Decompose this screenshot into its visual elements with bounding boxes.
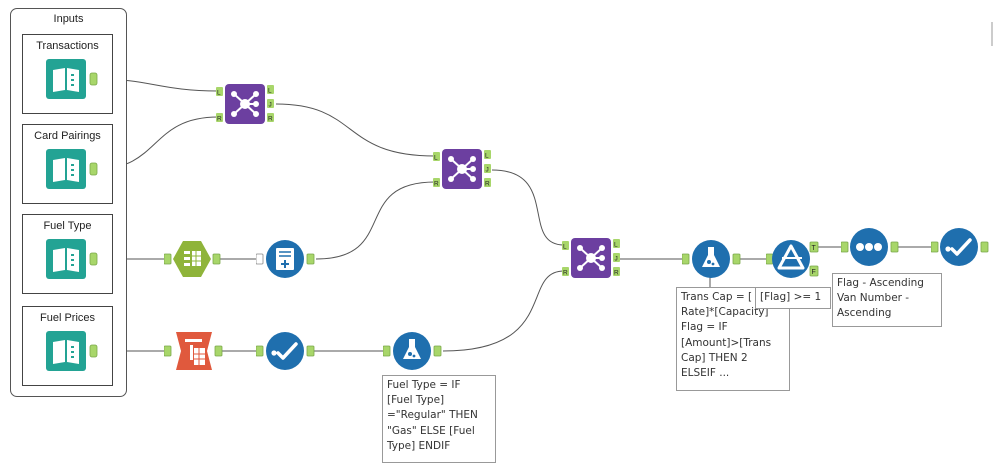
join-icon[interactable]: L R L J R: [433, 147, 495, 193]
book-icon[interactable]: [46, 149, 98, 191]
input-tool-label: Fuel Type: [43, 220, 92, 232]
input-tool-box-fuel-prices[interactable]: Fuel Prices: [22, 306, 113, 386]
formula-annotation-trans-cap: Trans Cap = [ Rate]*[Capacity] Flag = IF…: [676, 287, 790, 391]
crosstab-icon[interactable]: [164, 330, 224, 372]
sort-dots-icon[interactable]: [841, 227, 901, 267]
filter-triangle-icon[interactable]: T F: [766, 236, 822, 282]
input-tool-label: Transactions: [36, 40, 99, 52]
anchor-left-label: L: [563, 244, 567, 251]
join-icon[interactable]: L R L J R: [562, 236, 624, 282]
text-to-columns-icon[interactable]: [164, 240, 222, 280]
select-checkmark-icon[interactable]: [931, 227, 991, 267]
input-tool-label: Card Pairings: [34, 130, 101, 142]
connection-append-join2: [315, 181, 436, 260]
book-icon[interactable]: [46, 59, 98, 101]
anchor-right-label: R: [434, 181, 439, 188]
input-tool-label: Fuel Prices: [39, 312, 96, 324]
connection-join1-join2: [275, 103, 436, 157]
join-icon[interactable]: L R L J R: [216, 82, 278, 128]
book-icon[interactable]: [46, 331, 98, 373]
scrollbar-edge[interactable]: [991, 22, 993, 46]
formula-flask-icon[interactable]: [383, 330, 445, 372]
container-title: Inputs: [53, 13, 84, 25]
formula-flask-icon[interactable]: [682, 238, 744, 280]
anchor-left-label: L: [268, 88, 272, 95]
anchor-join-label: J: [615, 256, 618, 263]
filter-annotation: [Flag] >= 1: [755, 287, 831, 309]
sort-annotation: Flag - Ascending Van Number - Ascending: [832, 273, 942, 327]
anchor-left-label: L: [485, 153, 489, 160]
anchor-left-label: L: [217, 90, 221, 97]
anchor-false-label: F: [812, 269, 816, 276]
select-checkmark-icon[interactable]: [256, 331, 318, 371]
anchor-join-label: J: [269, 102, 272, 109]
anchor-right-label: R: [217, 116, 222, 123]
anchor-right-label: R: [268, 116, 273, 123]
connection-formula1-join3: [442, 270, 565, 352]
anchor-right-label: R: [614, 270, 619, 277]
anchor-right-label: R: [485, 181, 490, 188]
append-fields-icon[interactable]: [256, 239, 318, 281]
anchor-left-label: L: [614, 242, 618, 249]
formula-annotation-fuel-type: Fuel Type = IF [Fuel Type] ="Regular" TH…: [382, 375, 496, 463]
book-icon[interactable]: [46, 239, 98, 281]
anchor-true-label: T: [812, 245, 817, 252]
anchor-right-label: R: [563, 270, 568, 277]
anchor-join-label: J: [486, 167, 489, 174]
anchor-left-label: L: [434, 155, 438, 162]
connection-join2-join3: [491, 169, 565, 246]
